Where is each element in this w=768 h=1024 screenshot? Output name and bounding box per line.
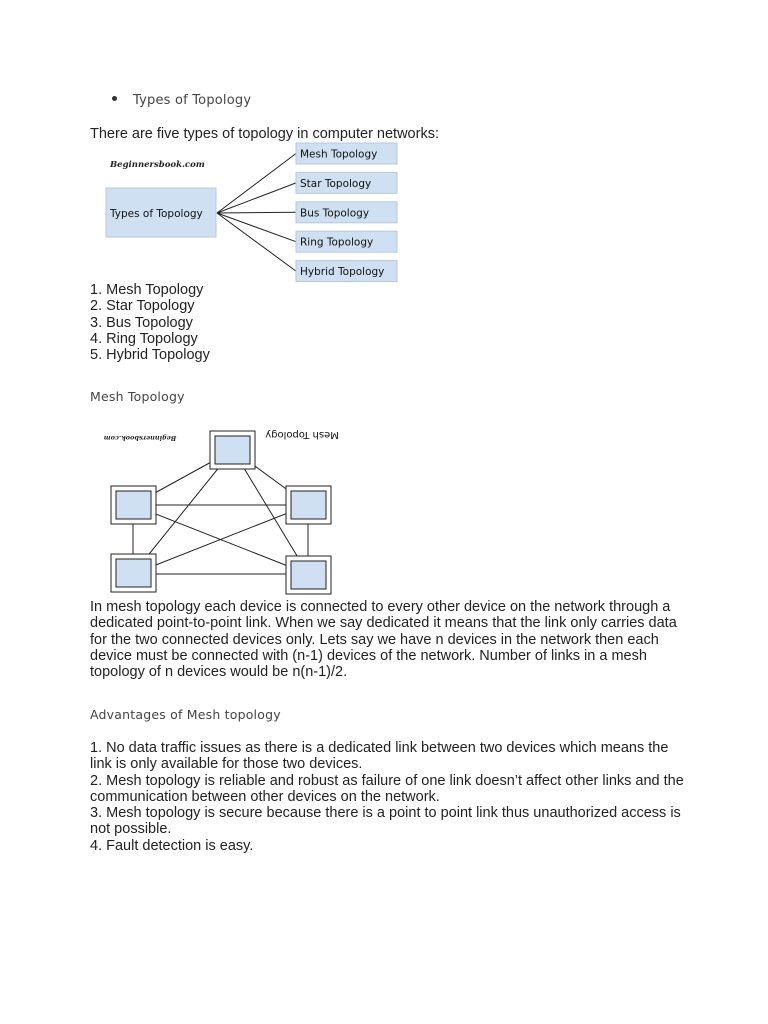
mesh-paragraph: In mesh topology each device is connecte… — [90, 599, 677, 681]
list-item: 4. Ring Topology — [90, 330, 198, 347]
mesh-label: Mesh Topology — [265, 429, 339, 440]
branch-label: Hybrid Topology — [300, 266, 384, 278]
mesh-device-top — [209, 430, 256, 470]
branch-connector — [216, 153, 297, 214]
list-item: 4. Fault detection is easy. — [90, 837, 254, 854]
branch-box — [295, 171, 398, 194]
branch-connector — [216, 211, 297, 214]
bullet-dot-icon — [112, 96, 117, 101]
branch-connector — [216, 212, 297, 272]
bullet-item: Types of Topology — [112, 93, 251, 108]
branch-box — [295, 230, 398, 253]
list-item: 1. No data traffic issues as there is a … — [90, 740, 669, 773]
branch-label: Bus Topology — [300, 207, 369, 219]
list-item: 3. Bus Topology — [90, 314, 193, 331]
list-item: 1. Mesh Topology — [90, 282, 204, 298]
mesh-watermark: Beginnersbook.com — [104, 434, 178, 442]
branch-box — [295, 142, 398, 165]
types-root-box — [105, 187, 217, 238]
types-list: 1. Mesh Topology 2. Star Topology 3. Bus… — [90, 282, 210, 363]
bullet-text: Types of Topology — [133, 93, 252, 108]
advantages-list: 1. No data traffic issues as there is a … — [90, 740, 690, 854]
mesh-device-right-top — [285, 485, 332, 525]
types-root-label: Types of Topology — [109, 208, 203, 220]
list-item: 5. Hybrid Topology — [90, 347, 210, 364]
mesh-diagram: Beginnersbook.com Mesh Topology — [104, 429, 339, 595]
branch-label: Ring Topology — [300, 237, 373, 249]
list-item: 3. Mesh topology is secure because there… — [90, 805, 681, 838]
intro-text: There are five types of topology in comp… — [90, 126, 439, 142]
mesh-device-right-bottom — [285, 555, 332, 595]
mesh-device-left-bottom — [110, 553, 157, 593]
branch-box — [295, 201, 398, 224]
branch-connector — [216, 182, 297, 214]
branch-label: Mesh Topology — [300, 149, 377, 161]
branch-box — [295, 260, 398, 283]
types-diagram: Beginnersbook.com Types of Topology Mesh… — [105, 142, 398, 283]
branch-label: Star Topology — [300, 178, 371, 190]
branch-connector — [216, 212, 297, 243]
types-watermark: Beginnersbook.com — [109, 160, 205, 170]
list-item: 2. Star Topology — [90, 298, 195, 315]
mesh-device-left-top — [110, 485, 157, 525]
advantages-heading: Advantages of Mesh topology — [90, 707, 281, 722]
mesh-heading: Mesh Topology — [90, 389, 185, 404]
list-item: 2. Mesh topology is reliable and robust … — [90, 772, 684, 805]
branch-lines — [216, 153, 297, 272]
